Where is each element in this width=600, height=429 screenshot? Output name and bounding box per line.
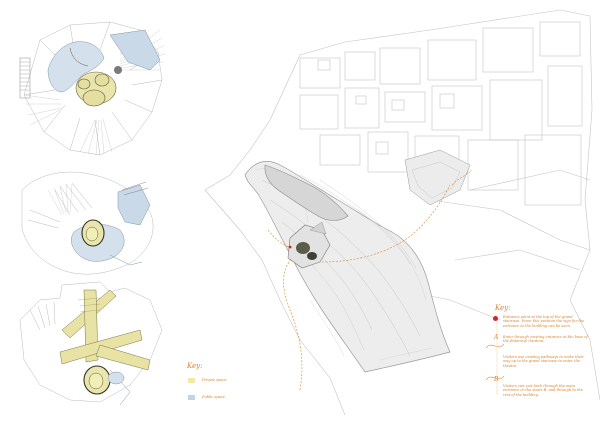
surrounding-buildings <box>299 21 583 206</box>
plan-level-2 <box>21 171 154 275</box>
public-space-swatch <box>188 395 195 400</box>
key-graphics <box>485 320 505 395</box>
key-note-pathways: Visitors use existing pathways to make t… <box>503 355 584 368</box>
entrance-marker <box>288 245 292 249</box>
key-letter-a: A <box>494 334 499 341</box>
key-letter-b: B <box>494 376 499 383</box>
plan-level-3 <box>19 281 163 406</box>
site-boundary <box>204 9 600 416</box>
plan-level-1 <box>19 21 166 156</box>
landform <box>244 149 471 373</box>
theatre-on-site <box>287 221 331 269</box>
built-form <box>264 164 349 221</box>
private-space-swatch <box>188 378 195 383</box>
key-note-b: Visitors can exit back through the main … <box>503 384 583 397</box>
private-space-label: Private space <box>202 378 227 382</box>
key-note-a: Enter through existing entrance at the b… <box>503 335 588 344</box>
site-plan <box>204 9 600 416</box>
key-right-title: Key: <box>495 304 511 312</box>
key-left-title: Key: <box>187 362 203 370</box>
key-note-entrance: Entrance point at the top of the grand s… <box>503 315 585 328</box>
entrance-marker-icon <box>493 316 498 321</box>
public-space-label: Public space <box>202 395 225 399</box>
